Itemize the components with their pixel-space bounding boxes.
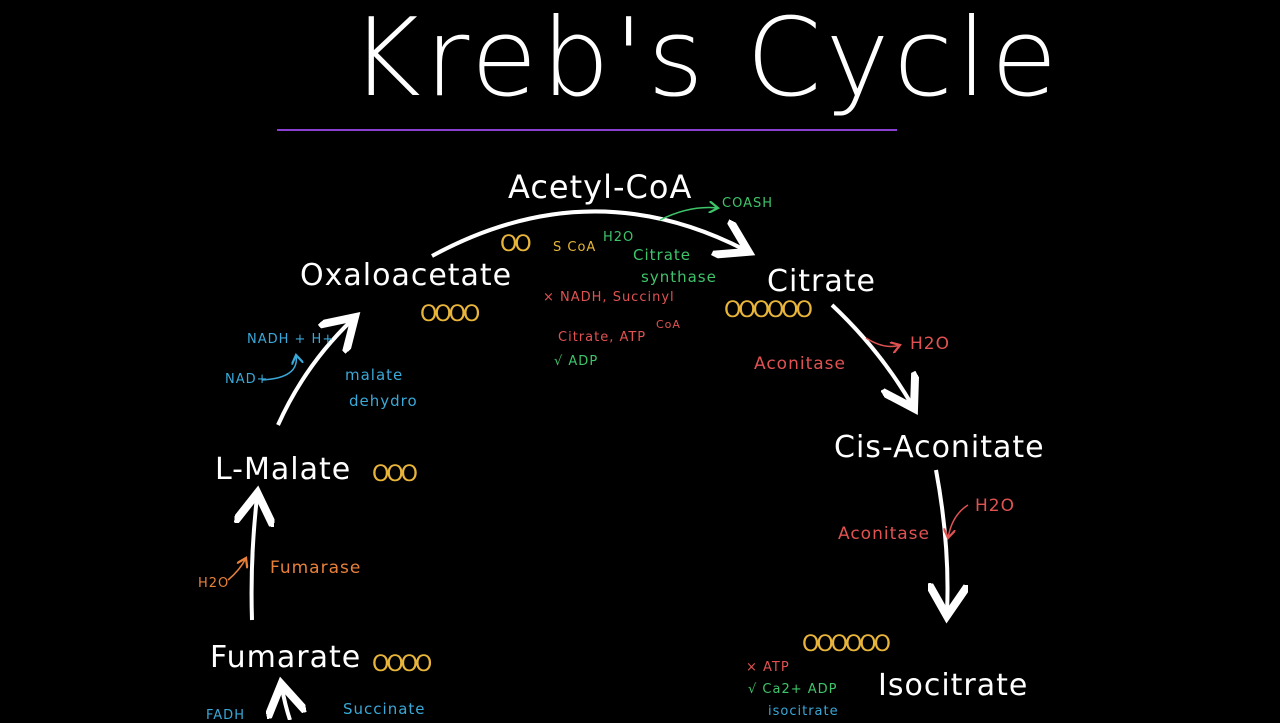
label-inhibitors-coa: CoA <box>656 318 681 331</box>
page-title: Kreb's Cycle <box>350 0 1062 121</box>
label-fumarase: Fumarase <box>270 558 362 578</box>
molecule-oxaloacetate: Oxaloacetate <box>300 258 513 293</box>
arrow-oxaloacetate-to-citrate <box>431 209 745 256</box>
arrow-malate-to-oxaloacetate <box>276 320 352 426</box>
molecule-cis-aconitate: Cis-Aconitate <box>834 430 1045 465</box>
label-h2o-aconitase-2: H2O <box>975 496 1015 516</box>
molecule-l-malate: L-Malate <box>215 452 352 487</box>
label-isocitrate-inhibitor: × ATP <box>746 660 790 675</box>
arrow-coash-release <box>659 208 718 221</box>
label-h2o-fumarase: H2O <box>198 576 230 591</box>
carbons-l-malate: OOO <box>372 462 418 487</box>
arrow-fumarate-to-malate <box>252 497 257 621</box>
carbons-oxaloacetate: OOOO <box>420 302 480 327</box>
arrow-nad-to-nadh <box>261 355 296 381</box>
arrow-citrate-to-cisaconitate <box>830 303 912 405</box>
arrow-cisaconitate-to-isocitrate <box>936 469 948 612</box>
molecule-fumarate: Fumarate <box>210 640 362 675</box>
label-h2o-citrate: H2O <box>603 230 635 245</box>
molecule-isocitrate: Isocitrate <box>878 668 1029 703</box>
arrow-h2o-release <box>865 337 900 346</box>
label-isocitrate-activators: √ Ca2+ ADP <box>748 682 838 697</box>
carbons-isocitrate: OOOOOO <box>802 632 891 657</box>
label-malate-dh-2: dehydro <box>349 392 418 410</box>
label-coash: COASH <box>722 196 774 211</box>
carbons-citrate: OOOOOO <box>724 298 813 323</box>
label-malate-dh-1: malate <box>345 366 404 384</box>
label-inhibitors-1: × NADH, Succinyl <box>543 290 675 305</box>
carbons-fumarate: OOOO <box>372 652 432 677</box>
label-isocitrate-enzyme: isocitrate <box>768 704 839 719</box>
label-nadh-h: NADH + H+ <box>247 332 335 347</box>
arrow-h2o-fumarase <box>227 558 246 581</box>
label-inhibitors-2: Citrate, ATP <box>558 330 647 345</box>
label-citrate-synthase-1: Citrate <box>633 246 691 264</box>
label-nad: NAD+ <box>225 372 269 387</box>
label-citrate-synthase-2: synthase <box>641 268 717 286</box>
arrow-succinate-to-fumarate <box>282 688 290 720</box>
label-succinate: Succinate <box>343 700 426 718</box>
title-underline <box>277 129 897 131</box>
arrow-h2o-input <box>948 504 969 538</box>
label-fadh-partial: FADH <box>206 708 245 723</box>
label-activators: √ ADP <box>554 354 599 369</box>
label-aconitase-1: Aconitase <box>754 354 846 374</box>
label-aconitase-2: Aconitase <box>838 524 930 544</box>
label-h2o-aconitase-1: H2O <box>910 334 950 354</box>
molecule-acetyl-coa: Acetyl-CoA <box>508 168 693 206</box>
molecule-citrate: Citrate <box>767 264 876 299</box>
label-s-coa: S CoA <box>553 240 597 255</box>
carbons-acetyl: OO <box>500 232 532 257</box>
